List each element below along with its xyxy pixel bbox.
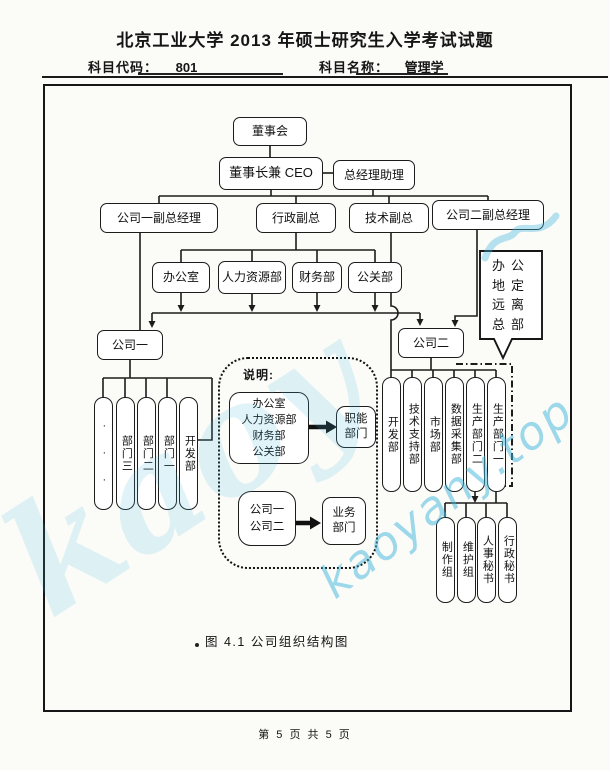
legend-business-label: 业务 部门 [322,497,366,545]
node-c1-dept2: 部门二 [137,397,156,510]
node-company2: 公司二 [398,328,464,358]
node-pr: 公关部 [348,262,402,293]
node-making-group: 制作组 [436,517,455,603]
legend-arrows [294,420,337,530]
node-vp-company2: 公司二副总经理 [432,200,544,230]
page-title: 北京工业大学 2013 年硕士研究生入学考试试题 [116,31,494,50]
node-c2-production2: 生产部门二 [466,377,485,492]
figure-caption: 图 4.1 公司组织结构图 [205,635,349,649]
node-c1-dev-dept: 开发部 [179,397,198,510]
node-hr-secretary: 人事秘书 [477,517,496,603]
subject-code-underline [138,73,283,75]
legend-functional-label: 职能 部门 [336,406,376,448]
page-number: 第 5 页 共 5 页 [258,729,352,741]
legend-title: 说明: [243,368,274,382]
node-c1-dept1: 部门一 [158,397,177,510]
node-hr: 人力资源部 [218,261,286,294]
node-c2-dev-dept: 开发部 [382,377,401,492]
org-connectors [102,146,508,517]
node-c2-marketing: 市场部 [424,377,443,492]
node-vp-admin: 行政副总 [256,203,336,233]
subject-name-label: 科目名称： [318,60,389,75]
node-c1-more-depts: · · · [94,397,113,510]
node-c1-dept3: 部门三 [116,397,135,510]
remote-note-bubble [479,250,543,361]
node-c2-tech-support: 技术支持部 [403,377,422,492]
subject-name-underline [356,73,448,75]
subject-row: 科目代码： 801 科目名称： 管理学 [88,57,444,76]
node-board: 董事会 [233,117,307,146]
node-maintenance-group: 维护组 [457,517,476,603]
node-vp-tech: 技术副总 [349,203,429,233]
subject-name-value: 管理学 [404,60,444,75]
node-c2-production1: 生产部门一 [487,377,506,492]
header-rule [42,76,608,78]
node-vp-company1: 公司一副总经理 [100,203,218,233]
node-admin-secretary: 行政秘书 [498,517,517,603]
arrowheads [148,305,479,503]
node-company1: 公司一 [97,330,163,360]
node-c2-data-collection: 数据采集部 [445,377,464,492]
legend-frame [218,357,378,569]
node-finance: 财务部 [292,262,342,293]
node-ceo: 董事长兼 CEO [219,157,323,190]
node-office: 办公室 [152,262,210,293]
subject-code-label: 科目代码： [88,60,159,75]
legend-business-sources: 公司一 公司二 [238,491,296,546]
subject-code-value: 801 [175,60,198,75]
caption-bullet [195,643,199,647]
diagram-frame [43,84,572,712]
node-gm-assistant: 总经理助理 [333,160,415,190]
legend-functional-sources: 办公室 人力资源部 财务部 公关部 [229,392,309,464]
remote-note-text: 办公 地定 远离 总部 [491,258,530,332]
